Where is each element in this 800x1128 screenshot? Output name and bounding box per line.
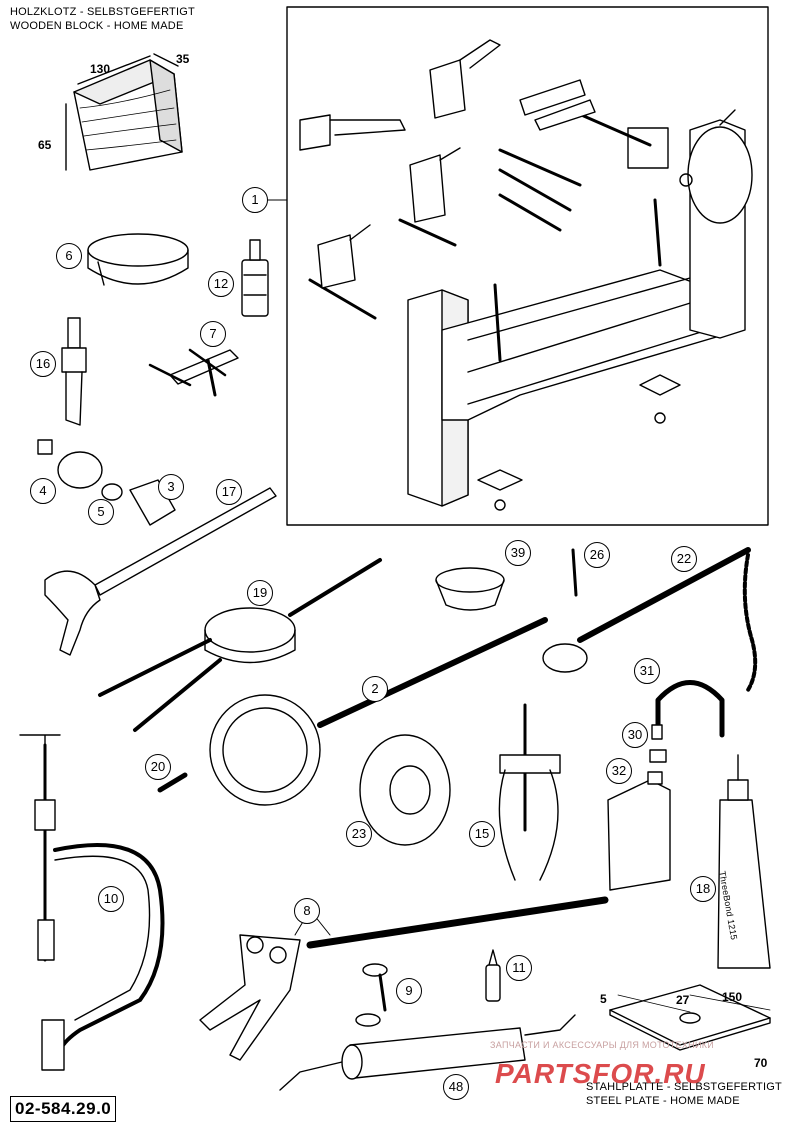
wooden-block-label-en: WOODEN BLOCK - HOME MADE (10, 20, 184, 32)
block-width-dim: 130 (90, 62, 111, 76)
callout-39: 39 (505, 540, 531, 566)
engine-stand-drawing (299, 39, 753, 511)
clutch-holder-drawing (209, 617, 548, 806)
pipe-drawing (655, 680, 725, 738)
callout-2: 2 (362, 676, 388, 702)
socket-20-drawing (157, 772, 188, 793)
callout-17: 17 (216, 479, 242, 505)
steel-plate-label-en: STEEL PLATE - HOME MADE (586, 1095, 740, 1107)
callout-31: 31 (634, 658, 660, 684)
ring-drawing (87, 233, 189, 286)
steel-plate-drawing (609, 984, 771, 1051)
wooden-block-label-de: HOLZKLOTZ - SELBSTGEFERTIGT (10, 6, 195, 18)
callout-15: 15 (469, 821, 495, 847)
callout-22: 22 (671, 546, 697, 572)
watermark-subtitle: ЗАПЧАСТИ И АКСЕССУАРЫ ДЛЯ МОТОТЕХНИКИ (490, 1040, 715, 1050)
holding-tool-8-drawing (199, 896, 609, 1061)
block-height-dim: 65 (38, 138, 52, 152)
tool-9-drawing (355, 963, 388, 1027)
callout-16: 16 (30, 351, 56, 377)
chain-wrench-drawing (542, 547, 758, 692)
oil-bottle-drawing (607, 771, 671, 891)
bottle-11-drawing (485, 949, 501, 1002)
callout-7: 7 (200, 321, 226, 347)
callout-6: 6 (56, 243, 82, 269)
fitting-32-drawing (649, 749, 667, 763)
callout-26: 26 (584, 542, 610, 568)
puller-7-drawing (148, 348, 239, 397)
plate-width-dim: 70 (754, 1056, 768, 1070)
sealant-tube-drawing (717, 754, 771, 969)
puller-16-drawing (61, 317, 87, 426)
callout-11: 11 (506, 955, 532, 981)
holding-wrench-drawing (44, 487, 277, 656)
rotor-drawing (359, 734, 451, 846)
callout-23: 23 (346, 821, 372, 847)
callout-18: 18 (690, 876, 716, 902)
steel-plate-label-de: STAHLPLATTE - SELBSTGEFERTIGT (586, 1081, 782, 1093)
callout-10: 10 (98, 886, 124, 912)
bearing-puller-drawing (435, 567, 505, 611)
grease-gun-drawing (279, 1014, 576, 1091)
valve-spring-compressor-drawing (19, 734, 165, 1071)
pin-drawing (571, 548, 578, 597)
callout-9: 9 (396, 978, 422, 1004)
plate-hole-dim: 27 (676, 993, 690, 1007)
callout-4: 4 (30, 478, 56, 504)
callout-12: 12 (208, 271, 234, 297)
fitting-30-drawing (651, 724, 663, 740)
wooden-block-drawing (65, 53, 183, 171)
puller-15-drawing (498, 703, 561, 881)
callout-1: 1 (242, 187, 268, 213)
callout-19: 19 (247, 580, 273, 606)
loctite-bottle-drawing (241, 239, 269, 317)
watermark-logo: PARTSFOR.RU (495, 1058, 706, 1089)
block-depth-dim: 35 (176, 52, 190, 66)
callout-8: 8 (294, 898, 320, 924)
callout-3: 3 (158, 474, 184, 500)
part-number: 02-584.29.0 (10, 1096, 117, 1122)
plate-length-dim: 150 (722, 990, 743, 1004)
callout-48: 48 (443, 1074, 469, 1100)
engine-stand-box (286, 6, 769, 526)
callout-30: 30 (622, 722, 648, 748)
leader-lines (267, 199, 331, 936)
callout-5: 5 (88, 499, 114, 525)
callout-20: 20 (145, 754, 171, 780)
callout-32: 32 (606, 758, 632, 784)
plate-thickness-dim: 5 (600, 992, 607, 1006)
crankcase-splitter-drawing (98, 558, 382, 732)
